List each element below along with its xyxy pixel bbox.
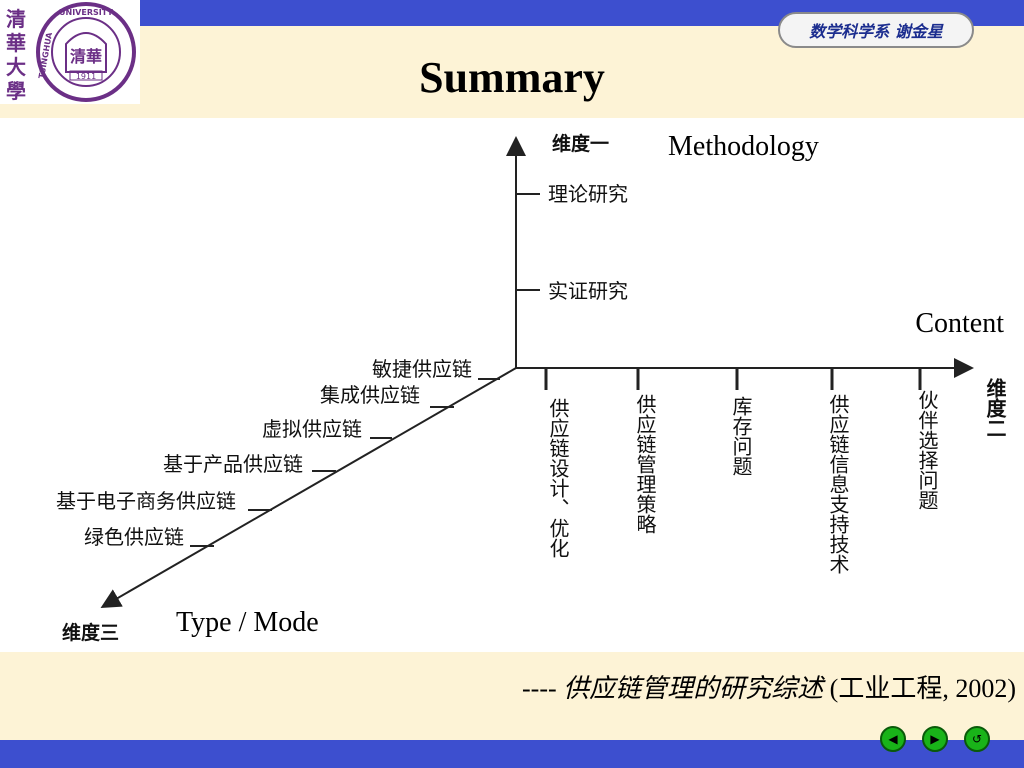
svg-text:華: 華 (6, 31, 26, 55)
university-logo: 清 華 大 學 清華 1911 UNIVERSITY TSINGHUA (0, 0, 140, 104)
dim1-tick-label: 理论研究 (548, 182, 628, 206)
dim3-tick-label: 基于产品供应链 (163, 452, 303, 476)
svg-text:1911: 1911 (76, 72, 96, 81)
svg-text:清: 清 (6, 7, 26, 31)
svg-text:清華: 清華 (70, 47, 102, 66)
citation-source: (工业工程, 2002) (823, 674, 1016, 703)
dim1-english-label: Methodology (668, 131, 819, 162)
dim2-label: 维度二 (983, 377, 1007, 438)
dim3-tick-label: 敏捷供应链 (372, 357, 472, 381)
dim1-tick-label: 实证研究 (548, 279, 628, 303)
footer-stripe (0, 740, 1024, 768)
dim2-tick-label: 供应链信息支持技术 (826, 394, 850, 574)
svg-text:UNIVERSITY: UNIVERSITY (59, 8, 113, 17)
dim3-label: 维度三 (62, 621, 119, 644)
dim3-english-label: Type / Mode (176, 607, 319, 638)
chevron-right-icon: ▶ (930, 732, 940, 746)
citation-prefix: ---- (522, 674, 564, 703)
page-title: Summary (419, 53, 605, 102)
footer-band (0, 652, 1024, 740)
tsinghua-seal-icon: 清 華 大 學 清華 1911 UNIVERSITY TSINGHUA (6, 2, 136, 103)
citation-title: 供应链管理的研究综述 (563, 674, 824, 703)
dim3-tick-label: 集成供应链 (320, 383, 420, 407)
dim2-tick-label: 库存问题 (729, 396, 753, 476)
dim3-tick-label: 绿色供应链 (84, 525, 184, 549)
department-badge: 数学科学系 谢金星 (778, 12, 974, 48)
next-slide-button[interactable]: ▶ (922, 726, 948, 752)
dim2-tick-label: 供应链管理策略 (633, 394, 657, 534)
chevron-left-icon: ◀ (888, 732, 898, 746)
dim3-tick-label: 虚拟供应链 (262, 417, 362, 441)
dim2-tick-label: 供应链设计、优化 (546, 398, 570, 558)
svg-text:大: 大 (6, 55, 26, 79)
dim3-tick-label: 基于电子商务供应链 (56, 489, 236, 513)
prev-slide-button[interactable]: ◀ (880, 726, 906, 752)
dim2-english-label: Content (915, 308, 1004, 339)
citation: ---- 供应链管理的研究综述 (工业工程, 2002) (522, 668, 1016, 705)
three-dimension-diagram: 维度一 Methodology 理论研究 实证研究 Content 维度二 供应… (56, 131, 1007, 644)
dim2-tick-label: 伙伴选择问题 (915, 390, 939, 510)
return-icon: ↺ (971, 732, 983, 746)
svg-text:學: 學 (6, 79, 26, 103)
dim1-label: 维度一 (552, 132, 609, 155)
return-button[interactable]: ↺ (964, 726, 990, 752)
axis-dimension-three (100, 367, 517, 609)
